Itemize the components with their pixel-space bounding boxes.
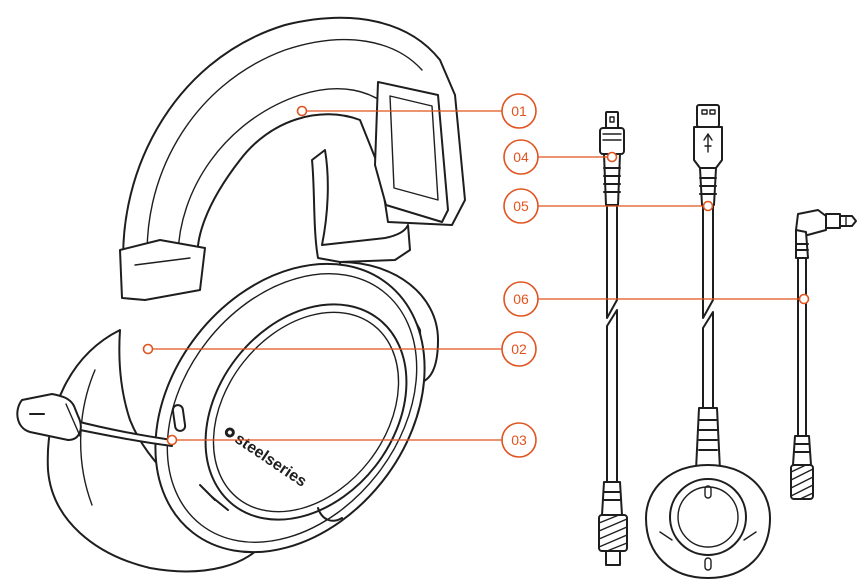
callout-02: 02 [501, 331, 537, 367]
headband-rear [119, 239, 206, 301]
earcup-plate [204, 303, 408, 521]
callout-leaders [142, 105, 810, 446]
callout-label-02: 02 [511, 341, 527, 357]
callout-01: 01 [501, 93, 537, 129]
callout-03: 03 [501, 422, 537, 458]
audio-cable [790, 209, 857, 500]
callout-04: 04 [503, 139, 539, 175]
headset: steelseries [16, 16, 466, 573]
usb-cable [598, 111, 628, 566]
callout-06: 06 [503, 281, 539, 317]
callout-label-06: 06 [513, 291, 529, 307]
mic-boom [69, 419, 173, 447]
yoke [311, 149, 411, 263]
callout-label-04: 04 [513, 149, 529, 165]
mic-capsule [16, 393, 82, 441]
callout-label-05: 05 [513, 198, 529, 214]
callout-label-01: 01 [511, 103, 527, 119]
callout-label-03: 03 [511, 432, 527, 448]
mic-mute-button [171, 404, 187, 432]
chatmix-cable [645, 104, 771, 579]
callout-05: 05 [503, 188, 539, 224]
suspension-band [374, 81, 449, 223]
